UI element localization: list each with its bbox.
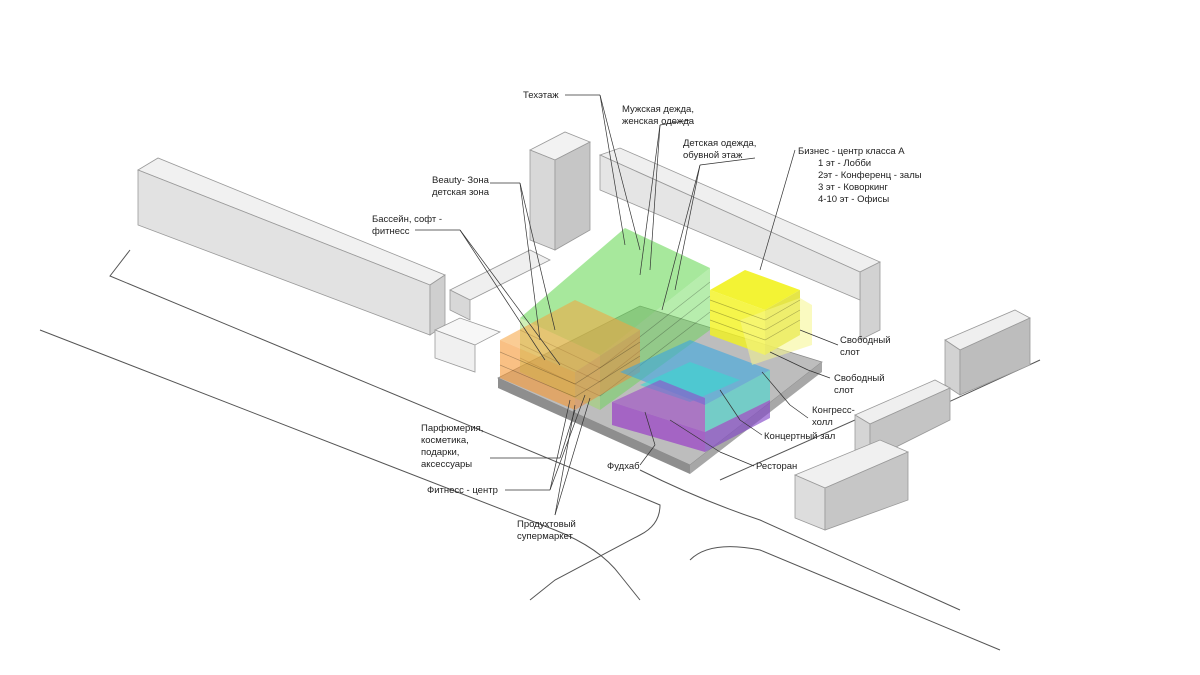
label-supermarket-1: Продухтовый bbox=[517, 519, 576, 530]
east-block-side bbox=[959, 317, 1031, 396]
label-foodhall: Фудхаб bbox=[607, 461, 640, 472]
label-congress-1: Конгресс- bbox=[812, 405, 855, 416]
label-tech-floor: Техэтаж bbox=[523, 90, 559, 101]
label-business-4: 3 эт - Коворкинг bbox=[818, 182, 888, 193]
label-free-slot-1b: слот bbox=[840, 347, 860, 358]
orange-volume-side bbox=[575, 330, 640, 410]
annex-front bbox=[449, 289, 471, 321]
yellow-volume-top bbox=[710, 270, 800, 310]
label-business-5: 4-10 эт - Офисы bbox=[818, 194, 889, 205]
tower-front bbox=[529, 149, 556, 251]
podium-front bbox=[498, 378, 690, 474]
purple-volume-top bbox=[612, 380, 705, 432]
leader-lines bbox=[415, 94, 839, 516]
cyan-volume-side bbox=[705, 370, 770, 432]
label-business-2: 1 эт - Лобби bbox=[818, 158, 871, 169]
label-business-3: 2эт - Конференц - залы bbox=[818, 170, 922, 181]
label-free-slot-2b: слот bbox=[834, 385, 854, 396]
street-lines bbox=[39, 249, 1041, 651]
label-congress-2: холл bbox=[812, 417, 833, 428]
orange-volume-front bbox=[500, 340, 575, 410]
label-free-slot-1a: Свободный bbox=[840, 335, 891, 346]
label-fitness: Фитнесс - центр bbox=[427, 485, 498, 496]
label-kids-shoes-1: Детская одежда, bbox=[683, 138, 756, 149]
purple-volume-front bbox=[612, 402, 705, 452]
label-perfume-3: подарки, bbox=[421, 447, 459, 458]
label-concert: Концертный зал bbox=[764, 431, 835, 442]
label-business-1: Бизнес - центр класса А bbox=[798, 146, 905, 157]
yellow-volume-lower bbox=[740, 298, 812, 365]
orange-volume-top bbox=[500, 300, 640, 372]
label-restaurant: Ресторан bbox=[756, 461, 797, 472]
north-slab-front bbox=[599, 154, 861, 301]
label-supermarket-2: супермаркет bbox=[517, 531, 574, 542]
label-perfume-4: аксессуары bbox=[421, 459, 472, 470]
program-volumes bbox=[499, 228, 812, 452]
label-mens-womens-2: женская одежда bbox=[622, 116, 695, 127]
label-perfume-2: косметика, bbox=[421, 435, 469, 446]
label-beauty-2: детская зона bbox=[432, 187, 490, 198]
purple-volume-side bbox=[705, 400, 770, 452]
se-block-side bbox=[824, 451, 909, 531]
label-free-slot-2a: Свободный bbox=[834, 373, 885, 384]
context-buildings bbox=[137, 131, 1031, 531]
north-slab-side bbox=[859, 261, 881, 341]
label-mens-womens-1: Мужская дежда, bbox=[622, 104, 694, 115]
label-beauty-1: Beauty- Зона bbox=[432, 175, 490, 186]
label-pool-1: Бассейн, софт - bbox=[372, 214, 442, 225]
label-pool-2: фитнесс bbox=[372, 226, 410, 237]
labels: Техэтаж Мужская дежда, женская одежда Де… bbox=[372, 90, 922, 542]
label-perfume-1: Парфюмерия, bbox=[421, 423, 483, 434]
tower-side bbox=[554, 141, 591, 251]
label-kids-shoes-2: обувной этаж bbox=[683, 150, 743, 161]
small-block-front bbox=[434, 329, 476, 373]
annex-roof bbox=[449, 249, 551, 301]
